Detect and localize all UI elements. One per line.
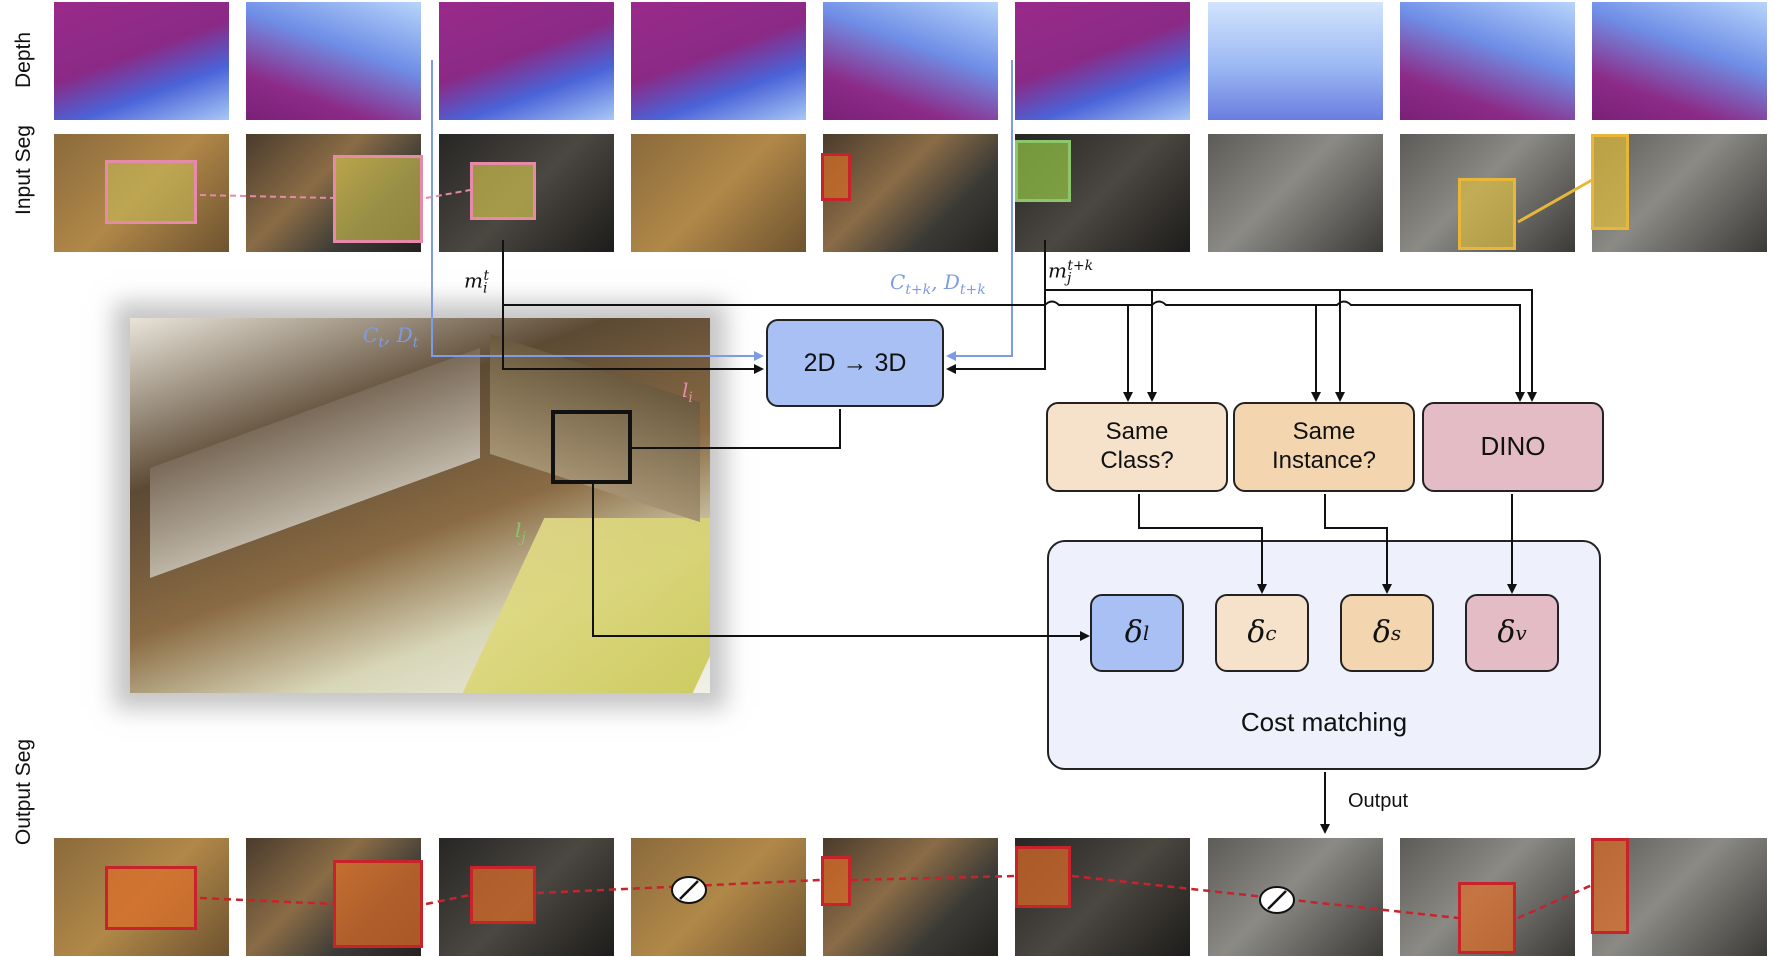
delta-c-sub: c [1265,621,1277,645]
same-instance-line2: Instance? [1271,447,1377,474]
delta-v-sub: v [1515,621,1527,645]
input-mask-box-5 [821,153,851,201]
depth-frame-9 [1592,2,1767,120]
depth-frame-4 [631,2,806,120]
scene-selection-box [551,410,632,484]
lift-to-scene-line [630,409,841,449]
depth-frame-3 [439,2,614,120]
output-mask-box-4 [821,856,851,906]
same-instance-node: Same Instance? [1233,402,1415,492]
output-mask-box-6 [1458,882,1516,954]
not-visible-icon-slash-1 [679,880,699,900]
scene-to-delta-l-arrow [592,480,1090,641]
input-mask-box-1 [105,160,197,224]
camera-depth-tk-label: Ct+k, Dt+k [890,270,986,298]
output-track-line [199,874,1593,920]
dino-node: DINO [1422,402,1604,492]
mask-j-bus [1045,289,1537,402]
mask-j-to-lift-arrow [946,240,1046,374]
output-label: Output [1348,790,1409,812]
same-class-line1: Same [1105,418,1169,446]
delta-s-symbol: δ [1372,615,1391,650]
camera-depth-t-arrow [431,60,764,361]
input-yellow-link [1517,178,1593,224]
output-mask-box-7 [1591,838,1629,934]
3d-reconstruction-image [130,318,710,693]
delta-c-symbol: δ [1247,615,1266,650]
location-j-label: lj [515,518,526,546]
output-mask-box-2 [333,860,423,948]
delta-s-sub: s [1390,621,1402,645]
mask-i-to-lift-arrow [502,240,764,374]
cost-matching-label: Cost matching [1240,706,1408,737]
depth-frame-2 [246,2,421,120]
mask-i-bus [503,300,1525,402]
depth-frame-8 [1400,2,1575,120]
input-mask-box-3 [470,162,536,220]
input-frame-7 [1208,134,1383,252]
same-class-line2: Class? [1100,447,1174,474]
class-to-delta-c-arrow [1138,494,1267,594]
output-mask-box-5 [1015,846,1071,908]
depth-frame-7 [1208,2,1383,120]
mask-i-label: mit [464,268,490,297]
input-mask-box-2 [333,155,423,243]
not-visible-icon-slash-2 [1267,890,1287,910]
depth-frame-1 [54,2,229,120]
same-instance-line1: Same [1292,418,1356,446]
camera-depth-t-label: Ct, Dt [363,323,419,351]
same-class-node: Same Class? [1046,402,1228,492]
depth-frame-6 [1015,2,1190,120]
output-mask-box-3 [470,866,536,924]
lift-2d-3d-node: 2D → 3D [766,319,944,407]
output-frame-5 [823,838,998,956]
input-mask-box-6 [1015,140,1071,202]
delta-l-symbol: δ [1124,615,1143,650]
depth-frame-5 [823,2,998,120]
input-association-line [199,189,471,199]
input-mask-box-8 [1458,178,1516,250]
location-i-label: li [682,378,693,406]
output-frame-4 [631,838,806,956]
delta-v-symbol: δ [1497,615,1516,650]
instance-to-delta-s-arrow [1324,494,1392,594]
input-frame-5 [823,134,998,252]
dino-label: DINO [1480,431,1546,462]
input-mask-box-9 [1591,134,1629,230]
camera-depth-tk-arrow [946,60,1013,361]
input-frame-4 [631,134,806,252]
output-frame-7 [1208,838,1383,956]
output-mask-box-1 [105,866,197,930]
delta-l-sub: l [1142,621,1150,645]
lift-label: 2D → 3D [803,349,907,377]
mask-j-label: mjt+k [1048,258,1094,287]
